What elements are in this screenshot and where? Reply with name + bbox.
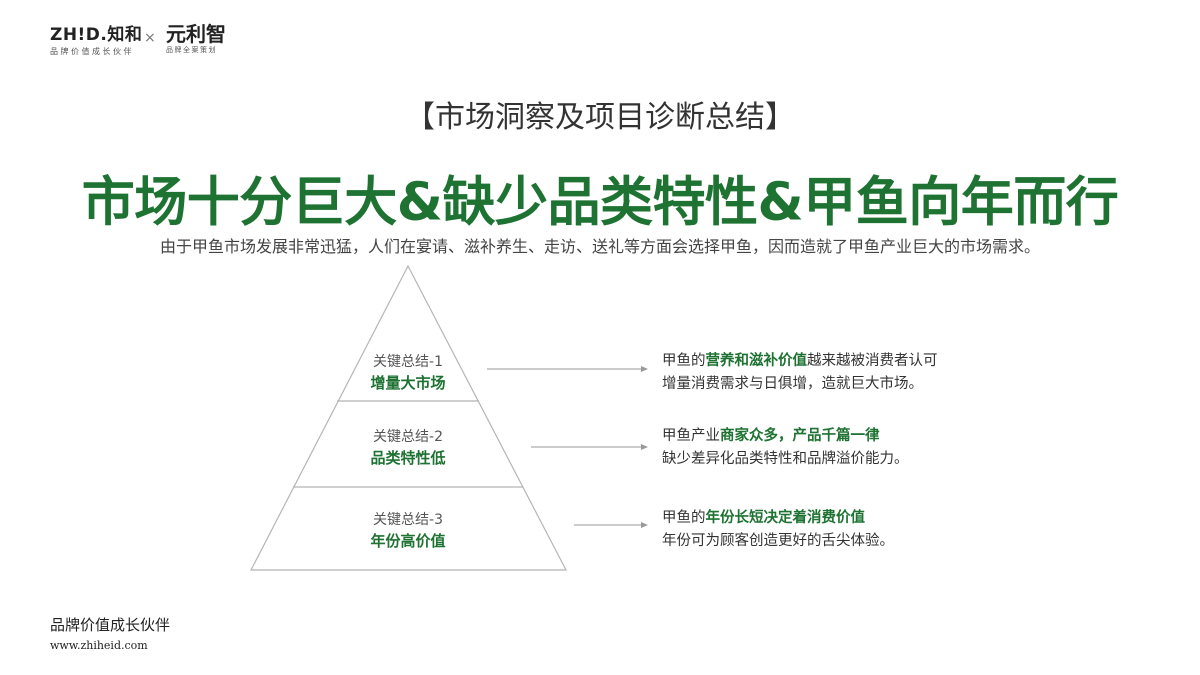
tier-3-label: 关键总结-3 <box>373 512 443 528</box>
page-headline: 市场十分巨大&缺少品类特性&甲鱼向年而行 <box>81 172 1119 233</box>
yuanlizhi-logo-tagline: 品牌全案策划 <box>166 46 217 54</box>
tier-1-label: 关键总结-1 <box>373 354 443 370</box>
zhid-logo-tagline: 品牌价值成长伙伴 <box>50 47 134 56</box>
arrow-head-2 <box>641 444 648 450</box>
tier-1-title: 增量大市场 <box>370 374 446 392</box>
footer-url: www.zhiheid.com <box>50 639 148 652</box>
tier-2-title: 品类特性低 <box>370 449 446 467</box>
tier-3-title: 年份高价值 <box>370 532 446 550</box>
pyramid-outline <box>250 264 567 571</box>
arrow-head-1 <box>641 366 648 372</box>
tier-2-note: 甲鱼产业商家众多，产品千篇一律 缺少差异化品类特性和品牌溢价能力。 <box>662 425 909 471</box>
arrow-head-3 <box>641 522 648 528</box>
logo-separator: × <box>144 30 156 46</box>
footer-slogan: 品牌价值成长伙伴 <box>50 616 171 634</box>
page-description: 由于甲鱼市场发展非常迅猛，人们在宴请、滋补养生、走访、送礼等方面会选择甲鱼，因而… <box>159 237 1040 256</box>
tier-2-label: 关键总结-2 <box>373 429 443 445</box>
tier-1-note: 甲鱼的营养和滋补价值越来越被消费者认可 增量消费需求与日俱增，造就巨大市场。 <box>662 350 938 396</box>
tier-2-note-line2: 缺少差异化品类特性和品牌溢价能力。 <box>662 451 909 467</box>
tier-3-note: 甲鱼的年份长短决定着消费价值 年份可为顾客创造更好的舌尖体验。 <box>662 507 894 553</box>
zhid-logo-text: ZH!D.知和 <box>50 25 143 45</box>
yuanlizhi-logo-text: 元利智 <box>166 22 226 46</box>
tier-3-note-line1: 甲鱼的年份长短决定着消费价值 <box>662 510 865 526</box>
tier-3-note-line2: 年份可为顾客创造更好的舌尖体验。 <box>662 533 894 549</box>
section-subtitle: 【市场洞察及项目诊断总结】 <box>405 100 795 135</box>
tier-2-note-line1: 甲鱼产业商家众多，产品千篇一律 <box>662 428 880 444</box>
tier-1-note-line2: 增量消费需求与日俱增，造就巨大市场。 <box>662 376 923 392</box>
tier-1-note-line1: 甲鱼的营养和滋补价值越来越被消费者认可 <box>662 353 938 369</box>
zhid-logo: ZH!D.知和 品牌价值成长伙伴 <box>50 26 142 57</box>
yuanlizhi-logo: 元利智 品牌全案策划 <box>166 24 226 55</box>
